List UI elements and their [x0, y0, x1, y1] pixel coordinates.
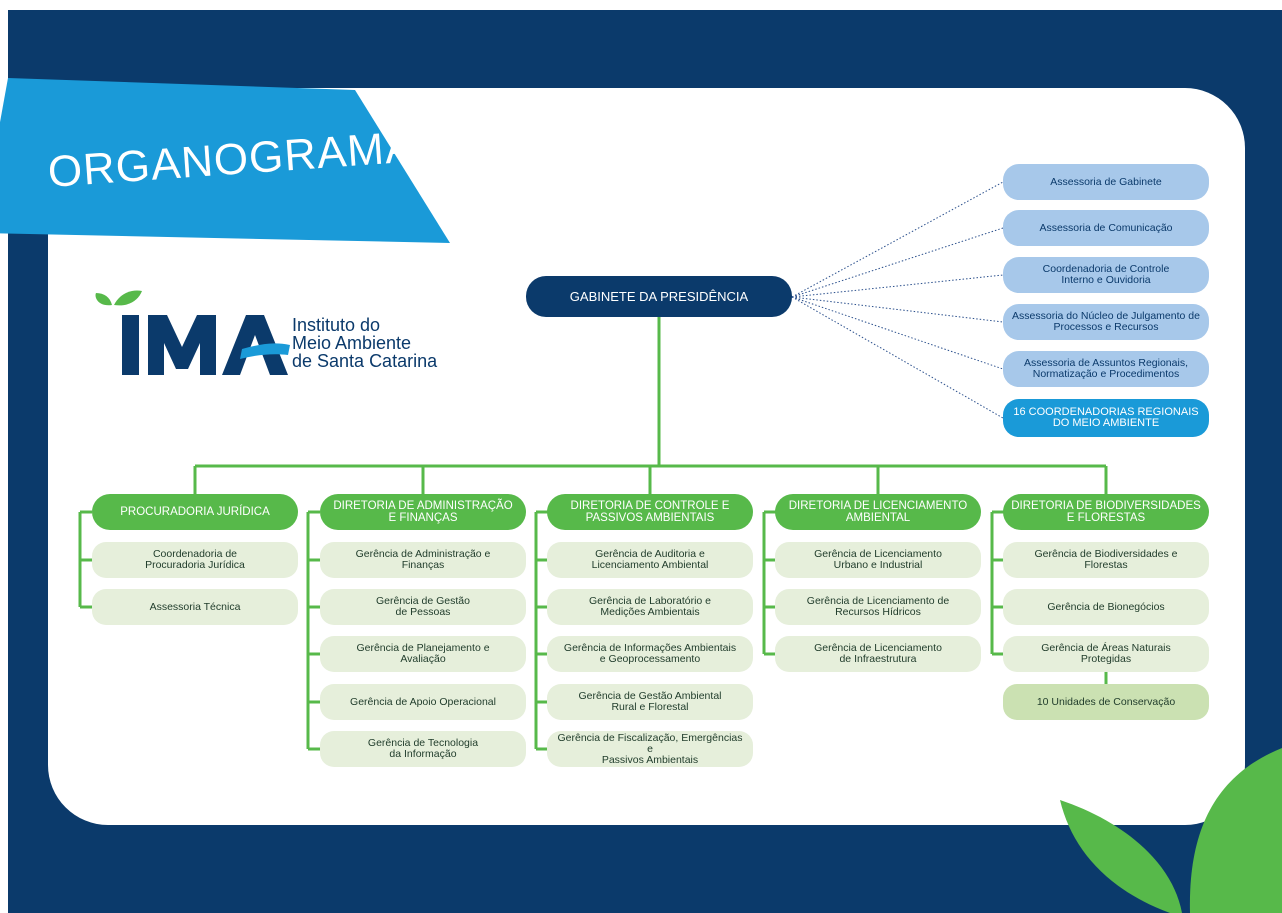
- unit-box[interactable]: Gerência de Planejamento e Avaliação: [320, 636, 526, 672]
- ima-logo: [95, 290, 290, 375]
- unit-box[interactable]: Gerência de Gestão Ambiental Rural e Flo…: [547, 684, 753, 720]
- advisory-box[interactable]: Assessoria de Assuntos Regionais, Normat…: [1003, 351, 1209, 387]
- unit-box[interactable]: Gerência de Licenciamento Urbano e Indus…: [775, 542, 981, 578]
- logo-text: Instituto do Meio Ambiente de Santa Cata…: [292, 316, 437, 370]
- unit-box[interactable]: Gerência de Informações Ambientais e Geo…: [547, 636, 753, 672]
- unit-box[interactable]: Gerência de Licenciamento de Recursos Hí…: [775, 589, 981, 625]
- conservation-units-box[interactable]: 10 Unidades de Conservação: [1003, 684, 1209, 720]
- advisory-box[interactable]: Assessoria de Comunicação: [1003, 210, 1209, 246]
- advisory-box[interactable]: Assessoria do Núcleo de Julgamento de Pr…: [1003, 304, 1209, 340]
- directorate-box[interactable]: PROCURADORIA JURÍDICA: [92, 494, 298, 530]
- unit-box[interactable]: Gerência de Gestão de Pessoas: [320, 589, 526, 625]
- unit-box[interactable]: Gerência de Laboratório e Medições Ambie…: [547, 589, 753, 625]
- connector-line: [791, 274, 1004, 298]
- logo-line-1: Instituto do: [292, 315, 381, 335]
- title-banner: [0, 78, 450, 243]
- directorate-box[interactable]: DIRETORIA DE CONTROLE E PASSIVOS AMBIENT…: [547, 494, 753, 530]
- unit-box[interactable]: Gerência de Biodiversidades e Florestas: [1003, 542, 1209, 578]
- logo-line-3: de Santa Catarina: [292, 351, 438, 371]
- connector-line: [791, 181, 1004, 298]
- advisory-box[interactable]: Coordenadoria de Controle Interno e Ouvi…: [1003, 257, 1209, 293]
- unit-box[interactable]: Gerência de Licenciamento de Infraestrut…: [775, 636, 981, 672]
- unit-box[interactable]: Gerência de Áreas Naturais Protegidas: [1003, 636, 1209, 672]
- unit-box[interactable]: Gerência de Fiscalização, Emergências e …: [547, 731, 753, 767]
- connector-line: [791, 296, 1004, 370]
- unit-box[interactable]: Gerência de Tecnologia da Informação: [320, 731, 526, 767]
- directorate-box[interactable]: DIRETORIA DE LICENCIAMENTO AMBIENTAL: [775, 494, 981, 530]
- advisory-box[interactable]: Assessoria de Gabinete: [1003, 164, 1209, 200]
- unit-box[interactable]: Coordenadoria de Procuradoria Jurídica: [92, 542, 298, 578]
- directorate-box[interactable]: DIRETORIA DE ADMINISTRAÇÃO E FINANÇAS: [320, 494, 526, 530]
- unit-box[interactable]: Gerência de Administração e Finanças: [320, 542, 526, 578]
- directorate-box[interactable]: DIRETORIA DE BIODIVERSIDADES E FLORESTAS: [1003, 494, 1209, 530]
- unit-box[interactable]: Gerência de Bionegócios: [1003, 589, 1209, 625]
- unit-box[interactable]: Gerência de Apoio Operacional: [320, 684, 526, 720]
- unit-box[interactable]: Assessoria Técnica: [92, 589, 298, 625]
- president-box[interactable]: GABINETE DA PRESIDÊNCIA: [526, 276, 792, 317]
- connector-line: [791, 296, 1004, 323]
- logo-line-2: Meio Ambiente: [292, 333, 412, 353]
- unit-box[interactable]: Gerência de Auditoria e Licenciamento Am…: [547, 542, 753, 578]
- regional-coordinations-box[interactable]: 16 COORDENADORIAS REGIONAIS DO MEIO AMBI…: [1003, 399, 1209, 437]
